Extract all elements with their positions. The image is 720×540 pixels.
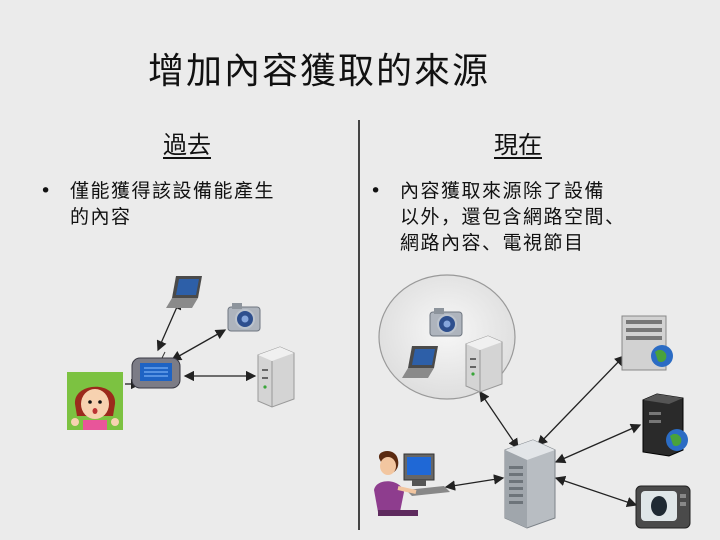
bullet-dot: • — [40, 180, 53, 202]
pda-icon — [131, 351, 181, 389]
right-bullet-line1: 內容獲取來源除了設備 — [400, 180, 606, 202]
camera-icon — [227, 303, 261, 332]
left-bullet: • 僅能獲得該設備能產生 的內容 — [40, 178, 276, 230]
server-globe-icon — [621, 315, 673, 371]
dark-server-globe-icon — [642, 393, 688, 457]
right-bullet-line2: 以外，還包含網路空間、 — [400, 206, 626, 228]
right-bullet: • 內容獲取來源除了設備 以外，還包含網路空間、 網路內容、電視節目 — [370, 178, 626, 256]
server-icon — [465, 335, 503, 393]
central-server-icon — [504, 439, 556, 529]
person-avatar — [67, 372, 123, 430]
slide-title: 增加內容獲取的來源 — [148, 51, 491, 92]
tv-icon — [635, 485, 691, 529]
left-bullet-line2: 的內容 — [70, 206, 132, 228]
camera-icon — [429, 308, 463, 337]
right-heading: 現在 — [494, 131, 542, 159]
laptop-icon — [402, 346, 438, 378]
server-icon — [257, 346, 295, 408]
bullet-dot: • — [370, 180, 383, 202]
left-heading: 過去 — [163, 131, 211, 159]
person-at-computer-icon — [374, 450, 450, 516]
column-divider — [358, 120, 360, 530]
right-bullet-line3: 網路內容、電視節目 — [400, 232, 585, 254]
right-connectors — [444, 355, 642, 508]
left-bullet-line1: 僅能獲得該設備能產生 — [70, 180, 276, 202]
laptop-icon — [166, 276, 202, 308]
